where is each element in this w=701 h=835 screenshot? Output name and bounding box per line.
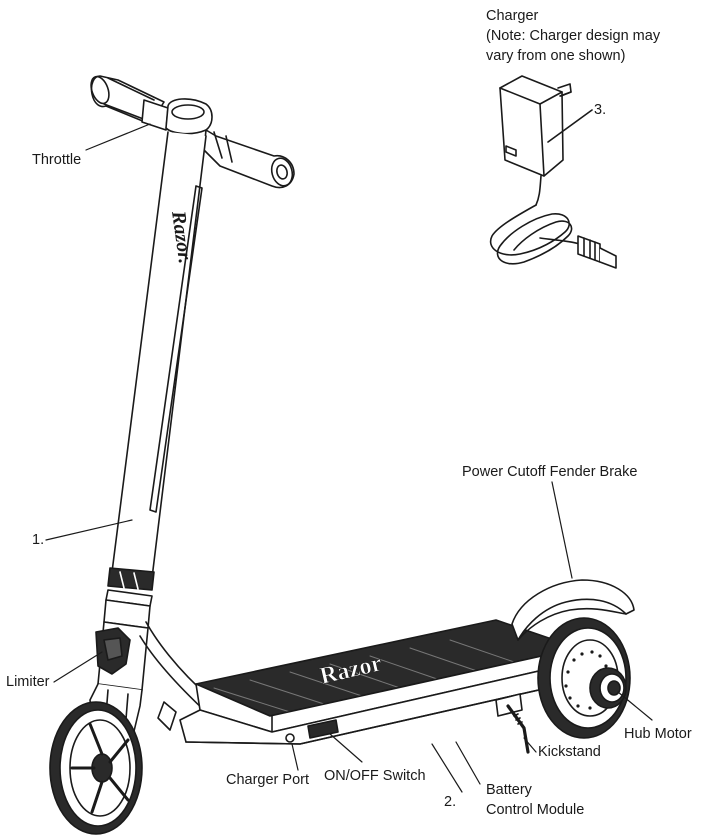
charger-title: Charger — [486, 8, 539, 24]
control-module-text: Control Module — [486, 802, 585, 818]
battery-label: Battery Control Module — [486, 780, 584, 820]
charger-note-line2: vary from one shown) — [486, 48, 626, 64]
power-cutoff-label: Power Cutoff Fender Brake — [462, 464, 638, 480]
handlebar — [90, 75, 295, 189]
battery-text: Battery — [486, 782, 532, 798]
charger-label: Charger (Note: Charger design may vary f… — [486, 6, 660, 66]
charger-icon — [489, 75, 617, 269]
charger-number: 3. — [594, 102, 607, 118]
limiter-label: Limiter — [6, 674, 50, 690]
wheel-icon — [49, 701, 177, 835]
frame-number: 1. — [32, 532, 45, 548]
on-off-switch-label: ON/OFF Switch — [324, 768, 426, 784]
rear-assembly — [511, 579, 635, 739]
hub-motor-label: Hub Motor — [624, 726, 692, 742]
throttle-label: Throttle — [32, 152, 82, 168]
stem-tube: Razor. — [103, 131, 207, 629]
kickstand-label: Kickstand — [538, 744, 601, 760]
deck: Razor — [179, 619, 579, 754]
charger-note-line1: (Note: Charger design may — [486, 28, 661, 44]
hub-motor-icon — [589, 667, 627, 709]
leader-lines — [45, 123, 653, 793]
module-number: 2. — [444, 794, 457, 810]
charger-port-label: Charger Port — [226, 772, 310, 788]
